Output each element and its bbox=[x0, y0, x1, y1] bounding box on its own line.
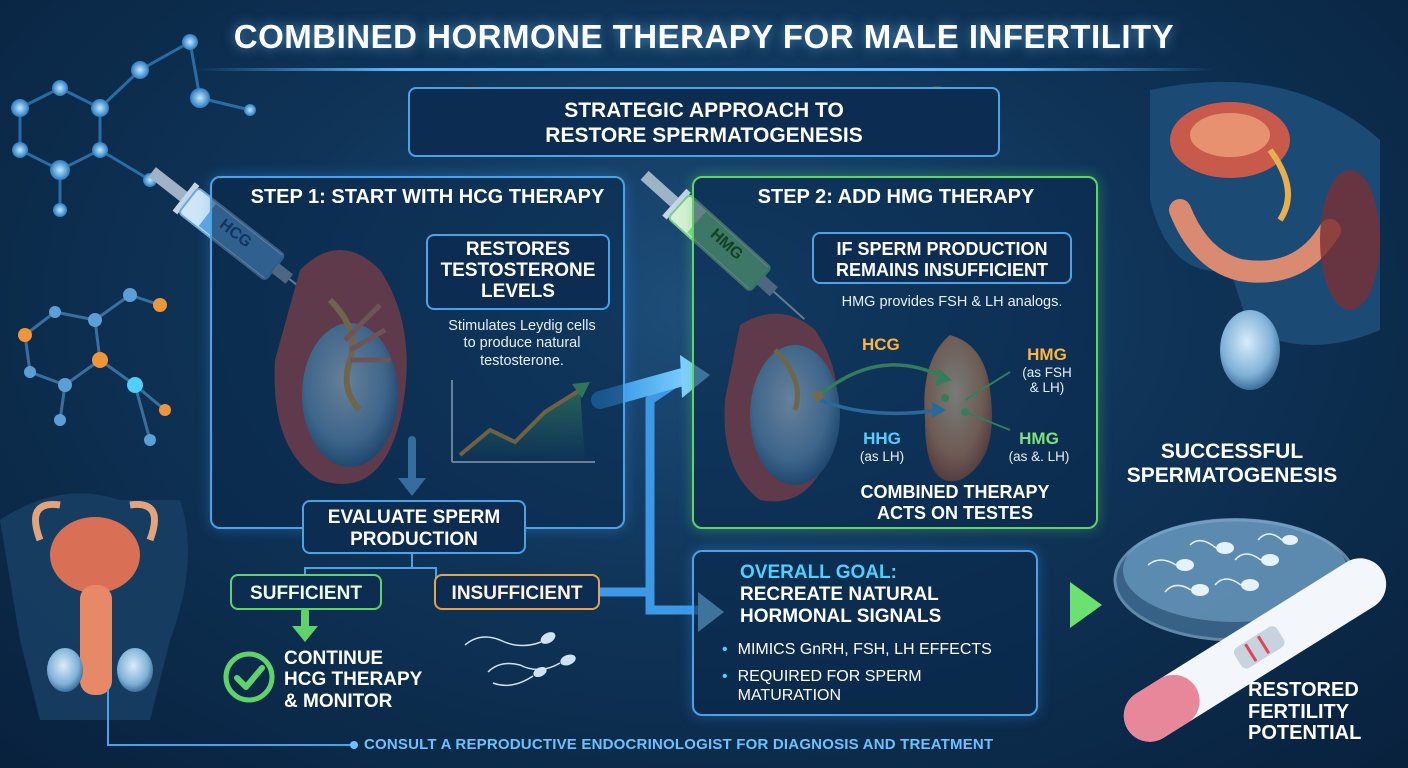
approach-line-2: RESTORE SPERMATOGENESIS bbox=[545, 124, 863, 148]
step1-description: Stimulates Leydig cells to produce natur… bbox=[428, 318, 616, 370]
step2-description: HMG provides FSH & LH analogs. bbox=[841, 294, 1063, 310]
continue-line-1: CONTINUE bbox=[284, 648, 384, 669]
goal-heading: OVERALL GOAL: bbox=[740, 562, 897, 583]
hmg-top-label: HMG bbox=[1027, 345, 1067, 364]
hhg-label-group: HHG (as LH) bbox=[852, 429, 912, 464]
continue-line-3: & MONITOR bbox=[284, 690, 393, 712]
goal-bullet-2: • REQUIRED FOR SPERM MATURATION bbox=[722, 667, 1032, 705]
goal-bullet-2-text: REQUIRED FOR SPERM MATURATION bbox=[738, 667, 922, 705]
combined-line-1: COMBINED THERAPY bbox=[860, 482, 1050, 502]
success-line-2: SPERMATOGENESIS bbox=[1126, 464, 1338, 488]
goal-bullet-2-line-1: REQUIRED FOR SPERM bbox=[737, 668, 922, 686]
hmg-fsh-lh-label: HMG (as FSH & LH) bbox=[1012, 345, 1082, 396]
goal-bullet-1-text: MIMICS GnRH, FSH, LH EFFECTS bbox=[737, 641, 992, 658]
step2-heading: STEP 2: ADD HMG THERAPY bbox=[757, 186, 1035, 208]
goal-bullet-1: • MIMICS GnRH, FSH, LH EFFECTS bbox=[722, 640, 1032, 659]
hmg-bottom-label: HMG bbox=[1019, 429, 1059, 448]
goal-content: OVERALL GOAL: RECREATE NATURAL HORMONAL … bbox=[740, 562, 1030, 628]
goal-bullets: • MIMICS GnRH, FSH, LH EFFECTS • REQUIRE… bbox=[722, 640, 1032, 706]
restored-line-1: RESTORED bbox=[1248, 679, 1359, 701]
step1-heading: STEP 1: START WITH HCG THERAPY bbox=[250, 186, 605, 208]
fertility-test bbox=[1123, 558, 1387, 742]
bullet-dot-icon: • bbox=[722, 641, 728, 658]
hcg-label: HCG bbox=[862, 335, 900, 354]
title-underline bbox=[195, 68, 1215, 71]
restores-line-3: LEVELS bbox=[481, 280, 555, 302]
goal-line-2: HORMONAL SIGNALS bbox=[740, 605, 942, 627]
check-icon bbox=[222, 650, 276, 704]
insufficient-badge: INSUFFICIENT bbox=[434, 574, 600, 610]
restored-line-2: FERTILITY bbox=[1248, 700, 1350, 723]
success-text: SUCCESSFUL SPERMATOGENESIS bbox=[1112, 440, 1352, 488]
hhg-label: HHG bbox=[863, 429, 901, 448]
step1-desc-line-1: Stimulates Leydig cells bbox=[448, 318, 596, 334]
hhg-sub: (as LH) bbox=[859, 448, 905, 464]
goal-line-1: RECREATE NATURAL bbox=[740, 583, 939, 605]
sufficient-badge: SUFFICIENT bbox=[230, 574, 382, 610]
step1-desc-line-2: to produce natural bbox=[463, 335, 581, 352]
hmg-bottom-label-group: HMG (as &. LH) bbox=[996, 429, 1082, 464]
sperm-decoration bbox=[464, 632, 576, 687]
bullet-dot-icon: • bbox=[722, 668, 728, 686]
evaluate-line-2: PRODUCTION bbox=[350, 528, 478, 550]
anatomy-top-right bbox=[1150, 81, 1380, 390]
if-insufficient-line-1: IF SPERM PRODUCTION bbox=[836, 239, 1048, 259]
goal-panel bbox=[692, 550, 1038, 716]
evaluate-line-1: EVALUATE SPERM bbox=[327, 507, 501, 528]
if-insufficient-box: IF SPERM PRODUCTION REMAINS INSUFFICIENT bbox=[812, 232, 1072, 284]
continue-line-2: HCG THERAPY bbox=[284, 669, 423, 691]
approach-banner: STRATEGIC APPROACH TO RESTORE SPERMATOGE… bbox=[408, 87, 1000, 157]
restores-line-2: TESTOSTERONE bbox=[440, 259, 596, 281]
approach-line-1: STRATEGIC APPROACH TO bbox=[564, 99, 844, 122]
goal-bullet-2-line-2: MATURATION bbox=[737, 687, 842, 705]
footer-note: CONSULT A REPRODUCTIVE ENDOCRINOLOGIST F… bbox=[364, 736, 994, 753]
combined-therapy-text: COMBINED THERAPY ACTS ON TESTES bbox=[836, 482, 1074, 523]
combined-line-2: ACTS ON TESTES bbox=[876, 502, 1033, 523]
page-title: COMBINED HORMONE THERAPY FOR MALE INFERT… bbox=[233, 18, 1175, 55]
continue-text: CONTINUE HCG THERAPY & MONITOR bbox=[284, 648, 464, 712]
restores-line-1: RESTORES bbox=[465, 239, 571, 260]
restored-line-3: POTENTIAL bbox=[1248, 722, 1362, 745]
success-line-1: SUCCESSFUL bbox=[1160, 440, 1304, 463]
hmg-top-sub-1: (as FSH bbox=[1022, 364, 1072, 380]
hmg-top-sub-2: & LH) bbox=[1029, 380, 1065, 396]
if-insufficient-line-2: REMAINS INSUFFICIENT bbox=[835, 259, 1048, 280]
anatomy-bottom-left bbox=[0, 493, 188, 720]
restores-testosterone-box: RESTORES TESTOSTERONE LEVELS bbox=[426, 234, 610, 310]
evaluate-box: EVALUATE SPERM PRODUCTION bbox=[302, 500, 526, 554]
hmg-bottom-sub: (as &. LH) bbox=[1008, 448, 1070, 464]
restored-text: RESTORED FERTILITY POTENTIAL bbox=[1248, 679, 1388, 745]
step1-desc-line-3: testosterone. bbox=[480, 352, 564, 369]
